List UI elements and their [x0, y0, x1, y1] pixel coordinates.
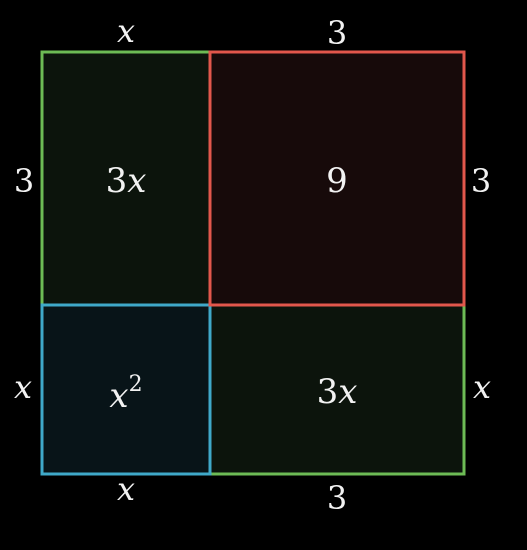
label-bottom-left: x2 [109, 372, 142, 416]
label-top-left: 3x [106, 161, 147, 201]
edge-label-top-left: x [117, 12, 135, 50]
region-9-top-right [210, 52, 464, 305]
border-bottom-left [40, 303, 212, 476]
edge-label-bottom-right: 3 [327, 479, 347, 517]
edge-label-right-lower: x [473, 368, 491, 406]
edge-label-bottom-left: x [117, 470, 135, 508]
edge-label-right-upper: 3 [471, 162, 491, 200]
edge-label-top-right: 3 [327, 14, 347, 52]
label-top-right: 9 [326, 161, 348, 201]
border-top-right [208, 50, 466, 307]
region-3x-bottom-right [210, 305, 464, 474]
edge-label-left-upper: 3 [14, 162, 34, 200]
region-3x-top-left [42, 52, 210, 305]
label-bottom-right: 3x [317, 372, 358, 412]
region-x-squared-bottom-left [42, 305, 210, 474]
edge-label-left-lower: x [14, 368, 32, 406]
